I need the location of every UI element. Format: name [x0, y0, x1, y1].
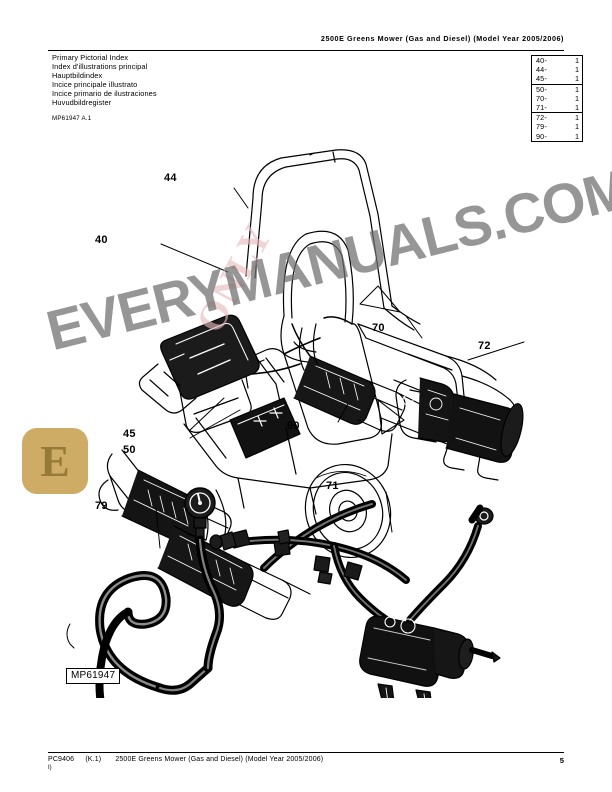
index-row-page: 1: [574, 103, 579, 113]
callout-70: 70: [372, 322, 385, 334]
callout-71: 71: [326, 480, 339, 492]
index-title-en: Primary Pictorial Index: [52, 53, 129, 62]
footer-info: PC9406 (K.1) 2500E Greens Mower (Gas and…: [48, 756, 323, 763]
callout-40: 40: [95, 234, 108, 246]
index-row-page: 1: [574, 122, 579, 132]
index-row-page: 1: [574, 113, 579, 123]
index-title-de: Hauptbildindex: [52, 71, 103, 81]
index-group: 72- 1 79- 1 90- 1: [532, 113, 582, 141]
callout-72: 72: [478, 340, 491, 352]
index-row-page: 1: [574, 131, 579, 141]
index-reference-code: MP61947 A.1: [52, 115, 92, 122]
index-row-label: 90-: [536, 131, 547, 141]
index-row[interactable]: 50- 1: [532, 85, 582, 94]
callout-79: 79: [95, 500, 108, 512]
index-row-label: 45-: [536, 74, 547, 84]
footer-divider: [48, 752, 564, 753]
page-footer: PC9406 (K.1) 2500E Greens Mower (Gas and…: [48, 756, 564, 776]
footer-title: 2500E Greens Mower (Gas and Diesel) (Mod…: [115, 756, 324, 763]
index-table: 40- 1 44- 1 45- 1 50- 1 70- 1 71- 1 72- …: [531, 55, 583, 142]
index-row-page: 1: [574, 56, 579, 66]
page-header: 2500E Greens Mower (Gas and Diesel) (Mod…: [48, 34, 564, 50]
index-title-it: Incice principale illustrato: [52, 80, 138, 90]
callout-44: 44: [164, 172, 177, 184]
header-divider: [48, 50, 564, 51]
footer-doc-code: PC9406: [48, 756, 75, 763]
callout-50: 50: [123, 444, 136, 456]
callout-90: 90: [287, 420, 300, 432]
index-row[interactable]: 70- 1: [532, 94, 582, 103]
callout-45: 45: [123, 428, 136, 440]
index-row-label: 72-: [536, 113, 547, 123]
footer-page-number: 5: [559, 756, 564, 765]
index-row-label: 44-: [536, 65, 547, 75]
index-row-label: 70-: [536, 93, 547, 103]
header-title: 2500E Greens Mower (Gas and Diesel) (Mod…: [320, 34, 564, 43]
index-row-label: 50-: [536, 84, 547, 94]
index-group: 40- 1 44- 1 45- 1: [532, 56, 582, 85]
index-row-label: 71-: [536, 103, 547, 113]
index-row[interactable]: 45- 1: [532, 74, 582, 83]
index-row[interactable]: 71- 1: [532, 103, 582, 112]
index-title-block: Primary Pictorial Index Index d'illustra…: [52, 53, 352, 108]
index-row-page: 1: [574, 84, 579, 94]
index-row-label: 40-: [536, 56, 547, 66]
index-title-es: Incice primario de ilustraciones: [52, 89, 157, 99]
index-row[interactable]: 40- 1: [532, 56, 582, 65]
index-group: 50- 1 70- 1 71- 1: [532, 85, 582, 114]
index-row[interactable]: 90- 1: [532, 132, 582, 141]
index-row-label: 79-: [536, 122, 547, 132]
index-row[interactable]: 44- 1: [532, 65, 582, 74]
footer-revision: (K.1): [85, 756, 102, 763]
index-row-page: 1: [574, 65, 579, 75]
index-row[interactable]: 72- 1: [532, 113, 582, 122]
illustration-linework: [66, 149, 525, 698]
index-row-page: 1: [574, 74, 579, 84]
index-row[interactable]: 79- 1: [532, 122, 582, 131]
parts-illustration: 44 40 70 72 90 45 50 79 71: [48, 128, 564, 698]
index-title-fr: Index d'illustrations principal: [52, 62, 148, 72]
index-row-page: 1: [574, 93, 579, 103]
figure-code-box: MP61947: [66, 668, 121, 684]
footer-subline: I): [48, 765, 52, 771]
index-title-sv: Huvudbildregister: [52, 98, 112, 108]
